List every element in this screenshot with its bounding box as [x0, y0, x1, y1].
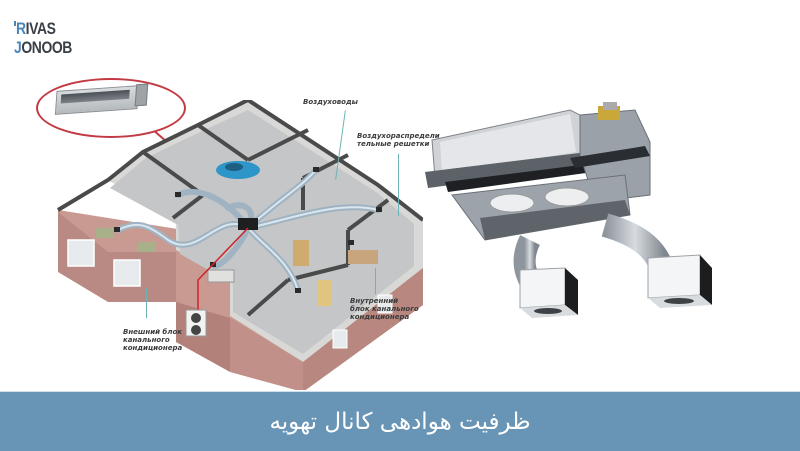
banner-title: ظرفیت هوادهی کانال تهویه [269, 408, 531, 435]
logo-line-1: RIVAS [16, 19, 56, 38]
house-cutaway-image [56, 100, 423, 390]
logo-line-2: JONOOB [14, 38, 72, 57]
label-air-grilles: Воздухораспредели тельные решетки [357, 132, 440, 148]
hero-image: Воздуховоды Воздухораспредели тельные ре… [0, 70, 800, 390]
house-ducted-ac-illustration: Воздуховоды Воздухораспредели тельные ре… [0, 70, 440, 390]
label-outdoor-unit: Внешний блок канального кондиционера [123, 328, 183, 352]
ducted-unit-illustration [425, 102, 712, 318]
leader-indoor-unit [375, 268, 376, 294]
logo-line-1-rest: IVAS [25, 19, 56, 38]
logo-accent-mark [14, 21, 16, 26]
title-banner: ظرفیت هوادهی کانال تهویه [0, 391, 800, 451]
leader-air-grilles [398, 154, 399, 216]
logo-line-2-rest: ONOOB [21, 38, 72, 57]
label-air-ducts: Воздуховоды [303, 98, 358, 106]
brand-logo: RIVAS JONOOB [12, 20, 82, 62]
label-indoor-unit: Внутренний блок канального кондиционера [350, 297, 419, 321]
leader-outdoor-unit [146, 288, 147, 318]
